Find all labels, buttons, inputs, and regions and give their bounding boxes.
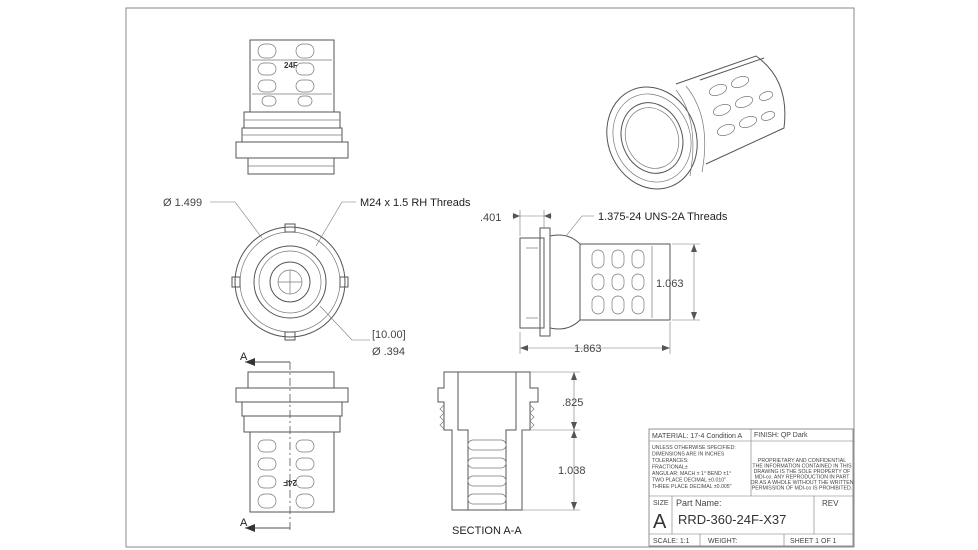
proprietary-note: PERMISSION OF MDI-co IS PROHIBITED.: [752, 486, 852, 492]
bore-diameter-dim: Ø .394: [372, 346, 405, 358]
body-height-dim: 1.063: [656, 278, 684, 290]
section-a-a-view: [437, 371, 580, 511]
front-view-bottom: [235, 358, 349, 532]
section-upper-dim: .825: [562, 397, 583, 409]
size-value: A: [653, 511, 667, 533]
tolerance-note: TWO PLACE DECIMAL ±0.010": [652, 478, 726, 484]
outer-diameter-dim: Ø 1.499: [163, 197, 202, 209]
part-name-label: Part Name:: [676, 498, 722, 508]
uns-thread-callout: 1.375-24 UNS-2A Threads: [598, 211, 728, 223]
title-block: [648, 428, 854, 547]
side-view: [512, 210, 700, 354]
end-view: [210, 201, 370, 341]
finish-field: FINISH: QP Dark: [754, 432, 808, 439]
proprietary-note: OR AS A WHOLE WITHOUT THE WRITTEN: [751, 480, 854, 486]
tolerance-note: FRACTIONAL±: [652, 465, 688, 471]
size-label: SIZE: [653, 500, 669, 507]
section-lower-dim: 1.038: [558, 465, 586, 477]
tolerance-note: TOLERANCES:: [652, 458, 689, 464]
proprietary-note: PROPRIETARY AND CONFIDENTIAL: [758, 458, 846, 464]
section-marker-top: A: [240, 351, 248, 363]
bore-ref-dim: [10.00]: [372, 329, 406, 341]
proprietary-note: THE INFORMATION CONTAINED IN THIS: [752, 464, 852, 470]
sheet-field: SHEET 1 OF 1: [790, 538, 837, 545]
bottom-view-label: 24F: [283, 478, 297, 487]
tolerance-note: THREE PLACE DECIMAL ±0.005": [652, 484, 732, 490]
part-name: RRD-360-24F-X37: [678, 512, 786, 527]
rev-label: REV: [822, 499, 839, 508]
weight-field: WEIGHT:: [708, 538, 737, 545]
flange-width-dim: .401: [480, 212, 501, 224]
tolerance-note: ANGULAR: MACH ± 1° BEND ±1°: [652, 471, 731, 477]
tolerance-note: UNLESS OTHERWISE SPECIFIED:: [652, 445, 736, 451]
material-field: MATERIAL: 17-4 Condition A: [652, 433, 742, 440]
m24-thread-callout: M24 x 1.5 RH Threads: [360, 197, 471, 209]
tolerance-note: DIMENSIONS ARE IN INCHES: [652, 452, 725, 458]
front-view-top: 24F: [235, 39, 349, 175]
top-view-label: 24F: [284, 61, 298, 70]
proprietary-note: DRAWING IS THE SOLE PROPERTY OF: [754, 469, 851, 475]
scale-field: SCALE: 1:1: [653, 538, 690, 545]
overall-length-dim: 1.863: [574, 343, 602, 355]
section-title: SECTION A-A: [452, 525, 522, 537]
isometric-view: [606, 55, 786, 190]
proprietary-note: MDI-co. ANY REPRODUCTION IN PART: [755, 475, 851, 481]
section-marker-bottom: A: [240, 517, 248, 529]
sheet-border: [125, 7, 855, 548]
